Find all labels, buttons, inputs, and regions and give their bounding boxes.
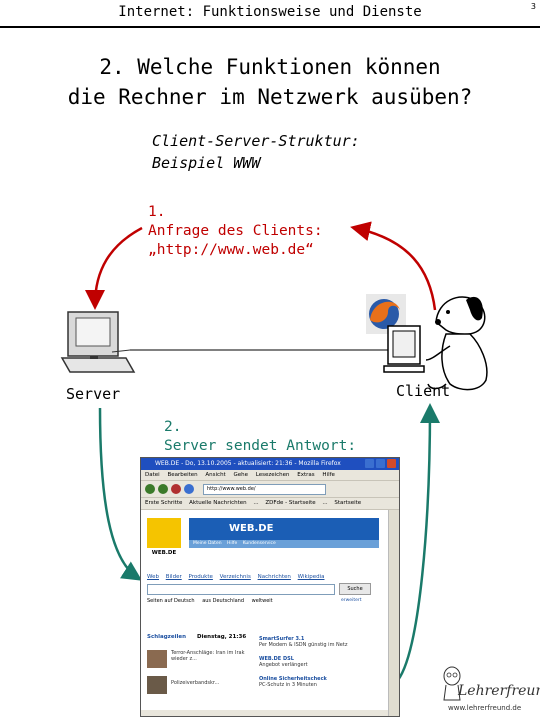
news-item[interactable]: Terror-Anschläge: Iran im Irak wieder z.… bbox=[171, 650, 245, 662]
promo-text: Per Modem & ISDN günstig im Netz bbox=[259, 642, 348, 648]
news-date: Dienstag, 21:36 bbox=[197, 634, 247, 640]
search-button[interactable]: Suche bbox=[339, 583, 371, 595]
web-page-content: WEB.DE WEB.DE Meine Daten Hilfe Kundense… bbox=[141, 510, 389, 716]
address-bar[interactable]: http://www.web.de/ bbox=[203, 483, 326, 495]
menu-item[interactable]: Hilfe bbox=[322, 472, 335, 478]
stop-icon[interactable] bbox=[171, 484, 181, 494]
promo-item[interactable]: SmartSurfer 3.1 Per Modem & ISDN günstig… bbox=[259, 636, 379, 648]
browser-title: WEB.DE - Do, 13.10.2005 - aktualisiert: … bbox=[155, 460, 341, 467]
slide-subtitle: Client-Server-Struktur: Beispiel WWW bbox=[152, 130, 360, 174]
menu-item[interactable]: Lesezeichen bbox=[255, 472, 290, 478]
site-tab[interactable]: Meine Daten bbox=[193, 541, 222, 546]
dog-user-icon bbox=[425, 296, 488, 391]
search-tab[interactable]: Web bbox=[147, 574, 159, 580]
step-1-url: „http://www.web.de“ bbox=[148, 242, 314, 258]
response-arrow-to-client bbox=[396, 403, 440, 681]
site-tab[interactable]: Kundenservice bbox=[242, 541, 276, 546]
response-arrow-from-server bbox=[98, 407, 143, 581]
news-item[interactable]: Polizeiverbandskr... bbox=[171, 680, 220, 686]
news-thumbnail[interactable] bbox=[147, 650, 167, 668]
server-computer-icon bbox=[60, 311, 136, 373]
step-2-label: Server sendet Antwort: bbox=[164, 438, 357, 454]
server-label: Server bbox=[66, 385, 121, 403]
bookmarks-bar: Erste Schritte Aktuelle Nachrichten ... … bbox=[141, 498, 399, 510]
subtitle-line-2: Beispiel WWW bbox=[152, 154, 261, 172]
slide-title-line-2: die Rechner im Netzwerk ausüben? bbox=[67, 85, 473, 109]
header-bar bbox=[0, 0, 540, 26]
search-tab[interactable]: Bilder bbox=[165, 574, 182, 580]
step-1-number: 1. bbox=[148, 204, 166, 220]
slide-title: 2. Welche Funktionen können die Rechner … bbox=[0, 52, 540, 112]
bookmark-item[interactable]: ... bbox=[322, 500, 328, 506]
back-icon[interactable] bbox=[145, 484, 155, 494]
browser-maximize-icon[interactable] bbox=[376, 459, 385, 468]
radio-option[interactable]: Seiten auf Deutsch bbox=[147, 598, 195, 604]
search-input[interactable] bbox=[147, 584, 335, 595]
search-scope-options: Seiten auf Deutsch aus Deutschland weltw… bbox=[147, 598, 279, 604]
browser-minimize-icon[interactable] bbox=[365, 459, 374, 468]
site-tab[interactable]: Hilfe bbox=[227, 541, 238, 546]
promo-text: Angebot verlängert bbox=[259, 662, 308, 668]
slide-title-line-1: 2. Welche Funktionen können bbox=[99, 55, 441, 79]
watermark-url: www.lehrerfreund.de bbox=[448, 704, 522, 712]
menu-item[interactable]: Bearbeiten bbox=[167, 472, 198, 478]
header-divider bbox=[0, 26, 540, 28]
news-thumbnail[interactable] bbox=[147, 676, 167, 694]
watermark-brand: Lehrerfreund bbox=[458, 683, 540, 699]
browser-scrollbar[interactable] bbox=[388, 510, 399, 716]
bookmark-item[interactable]: ZDFde - Startseite bbox=[265, 500, 316, 506]
search-tab[interactable]: Nachrichten bbox=[257, 574, 291, 580]
search-tab[interactable]: Produkte bbox=[188, 574, 213, 580]
step-2-response-text: 2. Server sendet Antwort: bbox=[164, 418, 356, 456]
step-2-number: 2. bbox=[164, 419, 182, 435]
request-arrow-from-client bbox=[350, 221, 437, 311]
promo-title: SmartSurfer 3.1 bbox=[259, 636, 305, 642]
bookmark-item[interactable]: Startseite bbox=[334, 500, 362, 506]
step-1-request-text: 1. Anfrage des Clients: „http://www.web.… bbox=[148, 203, 323, 260]
radio-option[interactable]: weltweit bbox=[251, 598, 273, 604]
request-arrow-to-server bbox=[85, 226, 143, 310]
promo-item[interactable]: WEB.DE DSL Angebot verlängert bbox=[259, 656, 379, 668]
news-header: Schlagzeilen bbox=[147, 634, 187, 640]
page-number: 3 bbox=[530, 2, 536, 11]
promo-title: Online Sicherheitscheck bbox=[259, 676, 327, 682]
promo-text: PC-Schutz in 3 Minuten bbox=[259, 682, 317, 688]
search-category-tabs: Web Bilder Produkte Verzeichnis Nachrich… bbox=[147, 574, 329, 580]
forward-icon[interactable] bbox=[158, 484, 168, 494]
search-tab[interactable]: Wikipedia bbox=[297, 574, 325, 580]
search-tab[interactable]: Verzeichnis bbox=[219, 574, 251, 580]
subtitle-line-1: Client-Server-Struktur: bbox=[152, 132, 360, 150]
menu-item[interactable]: Datei bbox=[145, 472, 160, 478]
bookmark-item[interactable]: ... bbox=[253, 500, 259, 506]
promo-item[interactable]: Online Sicherheitscheck PC-Schutz in 3 M… bbox=[259, 676, 379, 688]
browser-screenshot: WEB.DE - Do, 13.10.2005 - aktualisiert: … bbox=[140, 457, 400, 717]
radio-option[interactable]: aus Deutschland bbox=[202, 598, 245, 604]
lehrerfreund-logo-figure bbox=[443, 666, 461, 701]
client-label: Client bbox=[396, 382, 451, 400]
webde-logo-caption: WEB.DE bbox=[151, 550, 177, 556]
browser-menu-bar: Datei Bearbeiten Ansicht Gehe Lesezeiche… bbox=[141, 470, 399, 481]
menu-item[interactable]: Gehe bbox=[233, 472, 248, 478]
promo-title: WEB.DE DSL bbox=[259, 656, 294, 662]
client-computer-icon bbox=[383, 325, 425, 373]
home-icon[interactable] bbox=[184, 484, 194, 494]
browser-nav-bar: http://www.web.de/ bbox=[141, 481, 399, 498]
webde-brand-title: WEB.DE bbox=[189, 518, 379, 540]
bookmark-item[interactable]: Erste Schritte bbox=[145, 500, 183, 506]
webde-banner: WEB.DE WEB.DE Meine Daten Hilfe Kundense… bbox=[145, 518, 385, 556]
browser-close-icon[interactable] bbox=[387, 459, 396, 468]
browser-title-bar: WEB.DE - Do, 13.10.2005 - aktualisiert: … bbox=[141, 458, 399, 470]
browser-status-bar bbox=[141, 710, 389, 716]
webde-logo-icon[interactable] bbox=[147, 518, 181, 548]
menu-item[interactable]: Ansicht bbox=[205, 472, 226, 478]
header-title: Internet: Funktionsweise und Dienste bbox=[118, 4, 422, 20]
step-1-label: Anfrage des Clients: bbox=[148, 223, 323, 239]
menu-item[interactable]: Extras bbox=[297, 472, 315, 478]
advanced-search-link[interactable]: erweitert bbox=[341, 598, 362, 603]
webde-site-tabs: Meine Daten Hilfe Kundenservice bbox=[189, 540, 379, 548]
bookmark-item[interactable]: Aktuelle Nachrichten bbox=[189, 500, 247, 506]
